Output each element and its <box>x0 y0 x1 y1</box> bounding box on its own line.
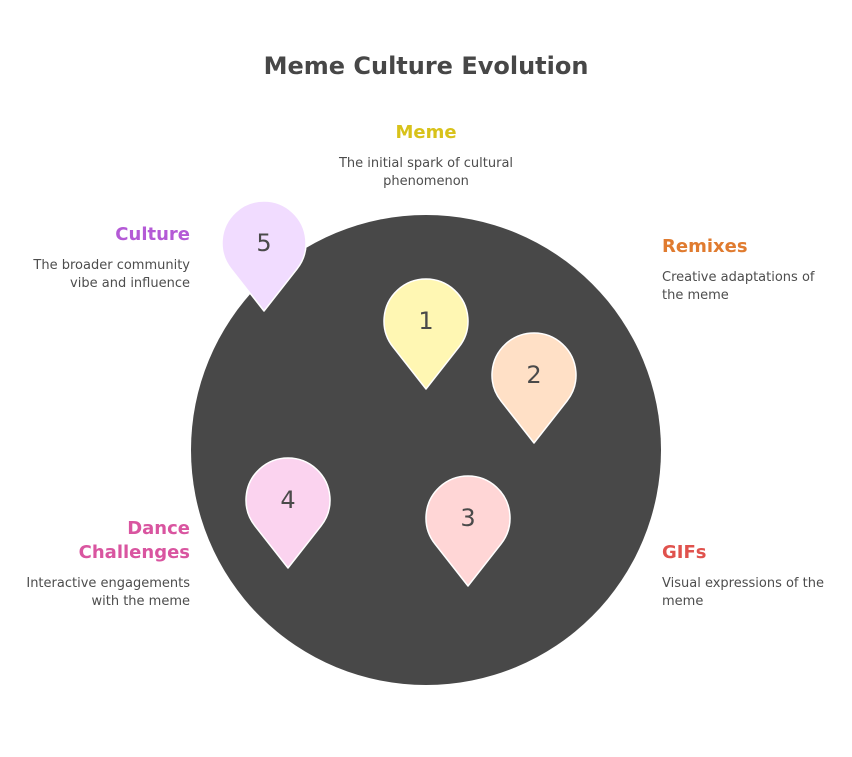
pin-shape-5 <box>221 200 307 312</box>
central-circle <box>191 215 661 685</box>
pin-number-4: 4 <box>280 486 295 514</box>
pin-shape-2 <box>491 332 577 444</box>
stage-5-heading: Culture <box>115 224 190 245</box>
label-gifs: GIFs Visual expressions of the meme <box>662 541 837 611</box>
pin-marker-5: 5 <box>221 200 307 312</box>
stage-1-heading: Meme <box>395 122 457 143</box>
stage-4-heading: Dance Challenges <box>78 518 190 563</box>
pin-number-2: 2 <box>526 361 541 389</box>
pin-marker-1: 1 <box>383 278 469 390</box>
page-title: Meme Culture Evolution <box>263 52 589 80</box>
stage-3-description: Visual expressions of the meme <box>662 576 824 609</box>
pin-number-1: 1 <box>418 307 433 335</box>
label-meme: Meme The initial spark of cultural pheno… <box>300 121 552 191</box>
pins-group: 1 2 3 4 5 <box>221 200 577 587</box>
stage-4-description: Interactive engagements with the meme <box>26 576 190 609</box>
stage-1-description: The initial spark of cultural phenomenon <box>338 156 514 189</box>
stage-5-description: The broader community vibe and influence <box>33 258 190 291</box>
pin-shape-4 <box>245 457 331 569</box>
pin-marker-4: 4 <box>245 457 331 569</box>
stage-2-heading: Remixes <box>662 236 748 257</box>
label-culture: Culture The broader community vibe and i… <box>20 223 190 293</box>
stage-2-description: Creative adaptations of the meme <box>662 270 815 303</box>
label-remixes: Remixes Creative adaptations of the meme <box>662 235 837 305</box>
pin-number-3: 3 <box>460 504 475 532</box>
pin-number-5: 5 <box>256 229 271 257</box>
stage-3-heading: GIFs <box>662 542 707 563</box>
label-dance-challenges: Dance Challenges Interactive engagements… <box>20 517 190 611</box>
pin-shape-1 <box>383 278 469 390</box>
pin-marker-3: 3 <box>425 475 511 587</box>
pin-marker-2: 2 <box>491 332 577 444</box>
pin-shape-3 <box>425 475 511 587</box>
